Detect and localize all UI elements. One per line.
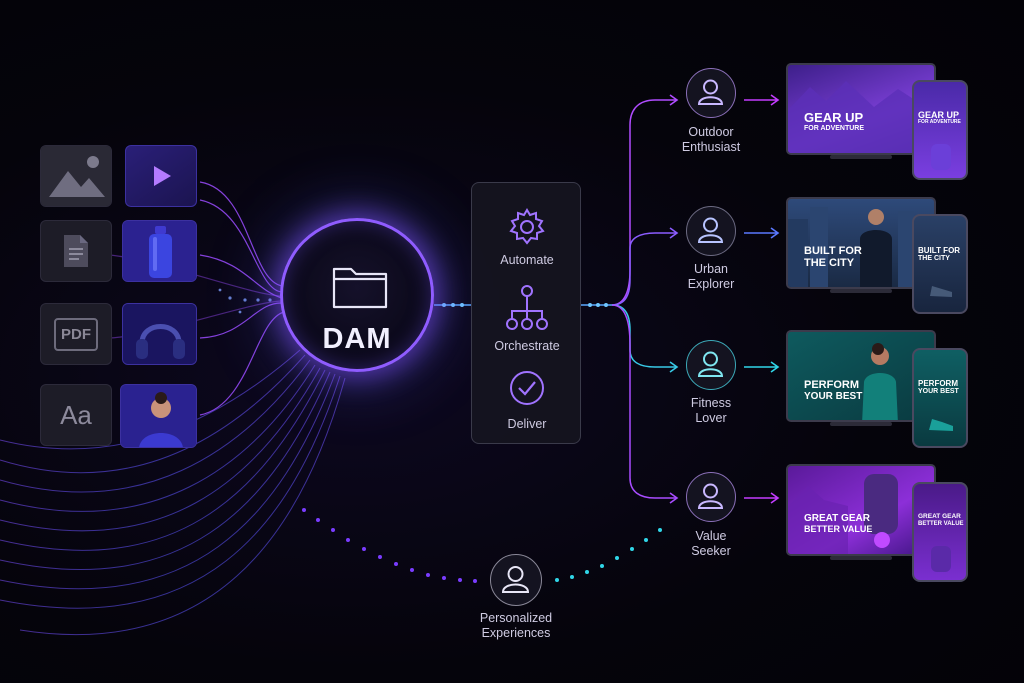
persona-value-line1: Value	[695, 529, 727, 543]
person-photo-icon	[121, 385, 196, 447]
phone-outdoor-headline2: FOR ADVENTURE	[918, 119, 961, 126]
image-icon	[41, 146, 111, 206]
document-asset-tile[interactable]	[40, 220, 112, 282]
phone-urban-headline2: THE CITY	[918, 255, 950, 263]
monitor-outdoor: GEAR UP FOR ADVENTURE	[786, 63, 936, 155]
document-icon	[64, 235, 88, 267]
backpack-icon	[931, 546, 951, 572]
backpack-icon	[931, 144, 951, 170]
persona-fitness-avatar[interactable]	[686, 340, 736, 390]
folder-icon	[332, 267, 388, 309]
font-label: Aa	[60, 399, 92, 430]
persona-fitness-line1: Fitness	[690, 396, 732, 410]
phone-urban: BUILT FOR THE CITY	[912, 214, 968, 314]
monitor-urban-headline: BUILT FOR THE CITY	[804, 245, 862, 269]
athlete-image	[862, 343, 898, 420]
personalized-label: Personalized Experiences	[456, 611, 576, 641]
persona-fitness-line2: Lover	[695, 411, 727, 425]
user-icon	[697, 79, 724, 105]
persona-outdoor-line2: Enthusiast	[681, 140, 741, 154]
monitor-stand	[830, 155, 892, 159]
persona-urban-avatar[interactable]	[686, 206, 736, 256]
persona-outdoor-line1: Outdoor	[688, 125, 734, 139]
persona-value-label: Value Seeker	[651, 529, 771, 559]
monitor-value-headline1: GREAT GEAR	[804, 513, 870, 524]
phone-urban-headline1: BUILT FOR	[918, 246, 961, 255]
monitor-value: GREAT GEAR BETTER VALUE	[786, 464, 936, 556]
phone-outdoor-headline: GEAR UP FOR ADVENTURE	[918, 110, 961, 126]
monitor-outdoor-headline: GEAR UP FOR ADVENTURE	[804, 111, 864, 132]
bottle-icon	[123, 221, 196, 281]
orchestrate-label: Orchestrate	[494, 339, 560, 353]
phone-fitness-headline2: YOUR BEST	[918, 388, 959, 396]
user-icon	[501, 566, 530, 593]
user-icon	[697, 483, 724, 509]
phone-outdoor-headline1: GEAR UP	[918, 110, 960, 120]
product-photo-tile[interactable]	[122, 220, 197, 282]
automate-label: Automate	[500, 253, 554, 267]
phone-value-headline1: GREAT GEAR	[918, 513, 961, 520]
user-icon	[697, 217, 724, 243]
persona-urban-label: Urban Explorer	[651, 262, 771, 292]
pipeline-panel: Automate Orchestrate Deliver	[471, 182, 581, 444]
headphones-icon	[123, 304, 196, 364]
phone-urban-headline: BUILT FOR THE CITY	[918, 246, 961, 263]
sneaker-icon	[929, 419, 953, 431]
monitor-outdoor-headline1: GEAR UP	[804, 110, 864, 125]
monitor-value-headline: GREAT GEAR BETTER VALUE	[804, 513, 873, 534]
dam-label: DAM	[322, 323, 392, 355]
monitor-fitness-headline2: YOUR BEST	[804, 390, 863, 402]
persona-outdoor-avatar[interactable]	[686, 68, 736, 118]
monitor-stand	[830, 289, 892, 293]
user-icon	[697, 351, 724, 377]
pdf-asset-tile[interactable]: PDF	[40, 303, 112, 365]
phone-fitness-headline1: PERFORM	[918, 379, 958, 388]
font-asset-tile[interactable]: Aa	[40, 384, 112, 446]
phone-outdoor: GEAR UP FOR ADVENTURE	[912, 80, 968, 180]
monitor-outdoor-headline2: FOR ADVENTURE	[804, 124, 865, 132]
monitor-value-headline2: BETTER VALUE	[804, 523, 873, 534]
mountain-image	[788, 81, 934, 153]
monitor-urban-headline2: THE CITY	[804, 256, 855, 269]
image-asset-tile[interactable]	[40, 145, 112, 207]
persona-outdoor-label: Outdoor Enthusiast	[651, 125, 771, 155]
deliver-label: Deliver	[507, 417, 547, 431]
check-circle-icon	[510, 371, 544, 405]
persona-urban-line1: Urban	[693, 262, 729, 276]
personalized-avatar[interactable]	[490, 554, 542, 606]
persona-urban-line2: Explorer	[687, 277, 735, 291]
monitor-urban: BUILT FOR THE CITY	[786, 197, 936, 289]
personalized-line1: Personalized	[479, 611, 553, 625]
city-image	[788, 207, 934, 287]
pdf-label: PDF	[54, 317, 98, 351]
monitor-fitness: PERFORM YOUR BEST	[786, 330, 936, 422]
monitor-fitness-headline: PERFORM YOUR BEST	[804, 379, 863, 402]
personalized-line2: Experiences	[481, 626, 551, 640]
phone-value-headline2: BETTER VALUE	[918, 520, 964, 527]
dam-hub[interactable]: DAM	[280, 218, 434, 372]
video-asset-tile[interactable]	[125, 145, 197, 207]
phone-value-headline: GREAT GEAR BETTER VALUE	[918, 513, 964, 527]
phone-value: GREAT GEAR BETTER VALUE	[912, 482, 968, 582]
monitor-stand	[830, 422, 892, 426]
persona-value-line2: Seeker	[691, 544, 731, 558]
monitor-urban-headline1: BUILT FOR	[804, 245, 862, 257]
gear-icon	[509, 208, 545, 245]
phone-fitness-headline: PERFORM YOUR BEST	[918, 379, 959, 396]
portrait-photo-tile[interactable]	[120, 384, 197, 448]
phone-fitness: PERFORM YOUR BEST	[912, 348, 968, 448]
hierarchy-icon	[506, 285, 548, 330]
persona-fitness-label: Fitness Lover	[651, 396, 771, 426]
persona-value-avatar[interactable]	[686, 472, 736, 522]
play-icon	[154, 166, 171, 186]
shoe-icon	[930, 286, 952, 297]
monitor-stand	[830, 556, 892, 560]
headphones-photo-tile[interactable]	[122, 303, 197, 365]
backpack-image	[788, 474, 898, 554]
monitor-fitness-headline1: PERFORM	[804, 379, 859, 391]
